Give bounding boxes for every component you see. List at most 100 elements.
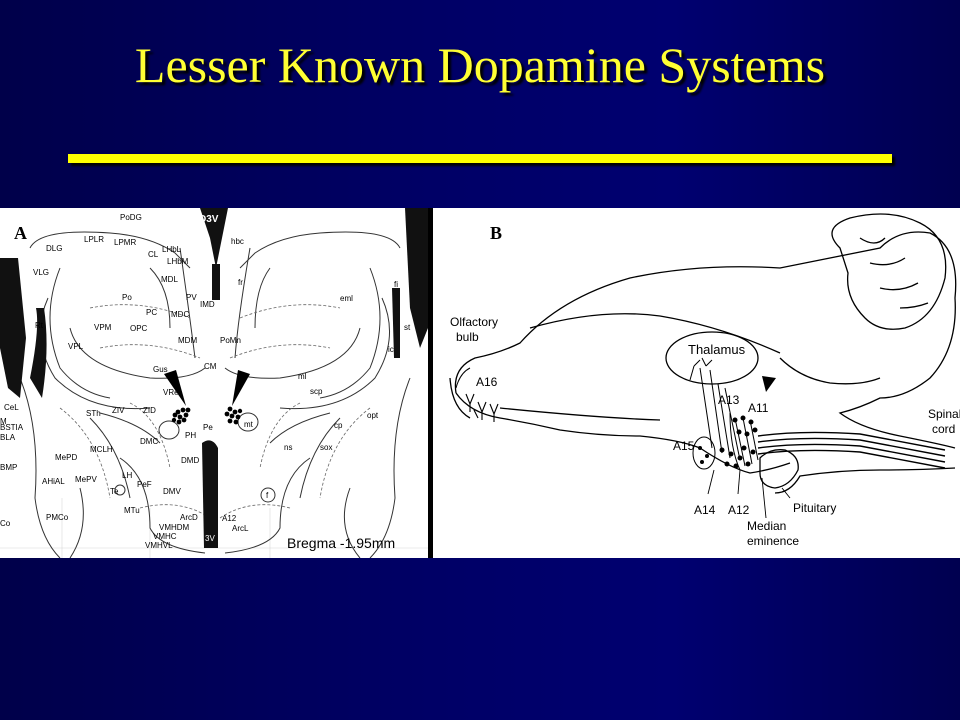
label-vmhvl: VMHVL: [145, 541, 173, 550]
label-pmco: PMCo: [46, 513, 69, 522]
label-bmp: BMP: [0, 463, 17, 472]
label-cord: cord: [932, 422, 955, 436]
left-arrowhead: [164, 370, 186, 406]
a15-cell-bodies: [698, 446, 709, 464]
hypothalamic-cell-bodies: [719, 415, 758, 469]
label-median: Median: [747, 519, 786, 533]
label-lhbl: LHbL: [162, 245, 182, 254]
bregma-label: Bregma -1.95mm: [287, 535, 395, 551]
label-vlg: VLG: [33, 268, 49, 277]
label-vmhdm: VMHDM: [159, 523, 190, 532]
midline-ventricle: [212, 264, 220, 300]
panel-b-labels: Olfactory bulb A16 Thalamus A13 A11 A15 …: [450, 315, 960, 548]
label-ziv: ZIV: [112, 406, 125, 415]
label-bla: BLA: [0, 433, 16, 442]
label-pef: PeF: [137, 480, 152, 489]
left-internal-capsule: [30, 308, 47, 398]
third-ventricle: [202, 440, 218, 548]
label-a12: A12: [728, 503, 750, 517]
label-pe: Pe: [203, 423, 213, 432]
a15-nucleus: [692, 436, 716, 470]
label-scp: scp: [310, 387, 323, 396]
label-vmhc: VMHC: [153, 532, 177, 541]
a16-olfactory-group: [455, 367, 499, 422]
label-sox: sox: [320, 443, 332, 452]
figure-svg: A: [0, 208, 960, 558]
label-fr: fr: [238, 278, 243, 287]
label-vpl: VPL: [68, 342, 84, 351]
label-pc: PC: [146, 308, 157, 317]
label-gus: Gus: [153, 365, 168, 374]
label-lh: LH: [122, 471, 132, 480]
label-lplr: LPLR: [84, 235, 104, 244]
panel-a-dashed-boundaries: [59, 304, 371, 519]
label-ph: PH: [185, 431, 196, 440]
label-fi: fi: [394, 280, 398, 289]
label-dmd: DMD: [181, 456, 199, 465]
label-mdl: MDL: [161, 275, 178, 284]
panel-divider: [428, 208, 433, 558]
sagittal-brain-outline: [449, 213, 957, 494]
label-mclh: MCLH: [90, 445, 113, 454]
panel-b-background: [428, 208, 960, 558]
label-arcd: ArcD: [180, 513, 198, 522]
figure-panel: A: [0, 208, 960, 558]
label-pituitary: Pituitary: [793, 501, 836, 515]
panel-b-leader-lines: [707, 469, 791, 519]
label-hbc: hbc: [231, 237, 244, 246]
label-pomn: PoMn: [220, 336, 241, 345]
label-bulb: bulb: [456, 330, 479, 344]
a11-arrowhead: [762, 376, 776, 392]
title-underline: [68, 154, 892, 163]
label-ic: ic: [388, 345, 394, 354]
left-a11-cell-cluster: [171, 407, 191, 425]
label-thalamus: Thalamus: [688, 342, 746, 357]
right-a11-cell-cluster: [224, 406, 243, 425]
label-cl: CL: [148, 250, 159, 259]
label-m: M: [0, 417, 7, 426]
label-mdc: MDC: [171, 310, 189, 319]
label-spinal: Spinal: [928, 407, 960, 421]
label-cm: CM: [204, 362, 217, 371]
label-mepv: MePV: [75, 475, 97, 484]
label-lpmr: LPMR: [114, 238, 136, 247]
label-opt: opt: [367, 411, 379, 420]
label-podg: PoDG: [120, 213, 142, 222]
label-imd: IMD: [200, 300, 215, 309]
olfactory-leader-line: [455, 367, 471, 389]
label-a13: A13: [718, 393, 740, 407]
label-3v: 3V: [205, 534, 215, 543]
label-st: st: [404, 323, 411, 332]
label-dmv: DMV: [163, 487, 181, 496]
label-a11: A11: [748, 401, 769, 415]
panel-b: B: [428, 208, 960, 558]
label-sth: STh: [86, 409, 101, 418]
slide-title: Lesser Known Dopamine Systems: [134, 37, 826, 93]
label-dmc: DMC: [140, 437, 158, 446]
label-cp: cp: [334, 421, 343, 430]
label-mt: mt: [244, 420, 254, 429]
label-cel: CeL: [4, 403, 19, 412]
label-ahial: AHiAL: [42, 477, 65, 486]
panel-b-letter: B: [490, 223, 502, 243]
label-co: Co: [0, 519, 11, 528]
label-a15: A15: [673, 439, 695, 453]
label-ml: ml: [298, 372, 307, 381]
label-a12: A12: [222, 514, 237, 523]
panel-a-region-labels: D3V PoDG LPLR LPMR DLG VLG CL LHbL LHbM …: [0, 213, 411, 550]
panel-a: A: [0, 208, 428, 558]
label-pv: PV: [186, 293, 197, 302]
panel-a-letter: A: [14, 223, 27, 243]
a16-cell-symbols: [465, 393, 499, 422]
label-te: Te: [110, 487, 119, 496]
spinal-cord-pathways: [757, 431, 946, 469]
label-vpm: VPM: [94, 323, 112, 332]
label-mtu: MTu: [124, 506, 140, 515]
thalamic-terminals: [689, 357, 713, 381]
right-fiber-tract: [405, 208, 428, 348]
label-eml: eml: [340, 294, 353, 303]
label-dlg: DLG: [46, 244, 62, 253]
label-po: Po: [122, 293, 132, 302]
label-a14: A14: [694, 503, 716, 517]
label-zid: ZID: [143, 406, 156, 415]
